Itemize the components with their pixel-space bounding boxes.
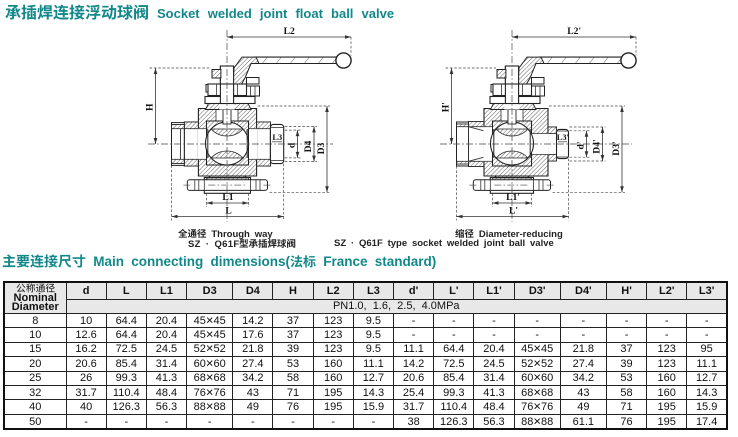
svg-text:D4': D4'	[592, 139, 603, 153]
svg-text:L2': L2'	[567, 26, 581, 37]
svg-text:D3: D3	[316, 142, 327, 154]
svg-text:L3': L3'	[557, 133, 569, 142]
svg-text:H': H'	[440, 102, 451, 112]
svg-text:L1: L1	[222, 192, 233, 203]
svg-text:L2: L2	[284, 26, 295, 37]
svg-text:L': L'	[509, 206, 518, 217]
svg-text:d': d'	[576, 141, 587, 149]
svg-text:D4: D4	[303, 140, 314, 152]
svg-text:L1': L1'	[506, 192, 520, 203]
svg-text:d: d	[287, 142, 298, 148]
svg-text:L: L	[225, 206, 231, 217]
svg-text:L3: L3	[272, 133, 282, 142]
svg-text:D3': D3'	[611, 141, 622, 155]
svg-text:H: H	[144, 103, 155, 111]
